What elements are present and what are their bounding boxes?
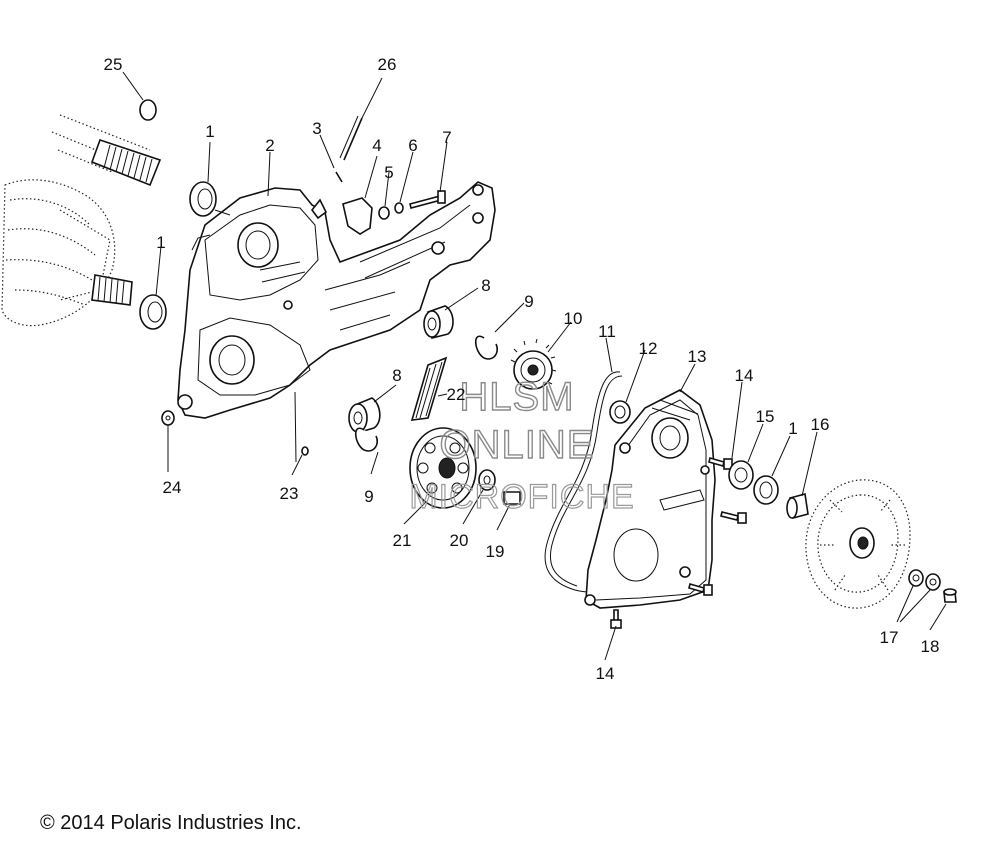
gasket-11 bbox=[544, 371, 621, 593]
engine-drive-assembly bbox=[1, 179, 133, 327]
callout-label: 8 bbox=[481, 276, 490, 295]
chaincase-housing bbox=[177, 181, 496, 419]
callout-label: 4 bbox=[372, 136, 381, 155]
callout-label: 1 bbox=[205, 122, 214, 141]
callout-label: 26 bbox=[378, 55, 397, 74]
o-ring-25 bbox=[139, 99, 157, 121]
watermark-line-1: HLSM bbox=[459, 375, 574, 419]
callout-label: 8 bbox=[392, 366, 401, 385]
callout-label: 18 bbox=[921, 637, 940, 656]
callout-label: 12 bbox=[639, 339, 658, 358]
bolt-18 bbox=[943, 588, 957, 603]
callout-label: 15 bbox=[756, 407, 775, 426]
tensioner-4 bbox=[342, 197, 373, 235]
callout-labels: 25 26 1 2 3 4 5 6 7 1 8 9 10 11 12 13 14… bbox=[104, 55, 940, 683]
bearing-15 bbox=[728, 460, 754, 490]
washer-17-b bbox=[925, 573, 941, 591]
callout-label: 14 bbox=[596, 664, 615, 683]
snap-ring-9-lower bbox=[354, 427, 379, 452]
plug-23 bbox=[301, 446, 309, 456]
callout-label: 2 bbox=[265, 136, 274, 155]
bolt-14-d bbox=[610, 609, 622, 629]
callout-label: 1 bbox=[156, 233, 165, 252]
seal-1-upper bbox=[189, 181, 217, 217]
callout-label: 3 bbox=[312, 119, 321, 138]
callout-label: 11 bbox=[598, 322, 616, 341]
callout-label: 19 bbox=[486, 542, 505, 561]
washer-5 bbox=[378, 206, 390, 220]
callout-label: 24 bbox=[163, 478, 182, 497]
bolt-19 bbox=[503, 491, 521, 505]
callout-label: 25 bbox=[104, 55, 123, 74]
callout-label: 23 bbox=[280, 484, 299, 503]
callout-label: 9 bbox=[364, 487, 373, 506]
callout-label: 16 bbox=[811, 415, 830, 434]
bolt-14-c bbox=[688, 583, 713, 596]
chaincase-cover-13 bbox=[584, 389, 716, 609]
washer-24 bbox=[161, 410, 175, 426]
callout-label: 22 bbox=[447, 385, 466, 404]
bolt-14-b bbox=[720, 511, 747, 524]
callout-label: 5 bbox=[384, 163, 393, 182]
callout-label: 17 bbox=[880, 628, 899, 647]
seal-1-lower bbox=[139, 294, 167, 330]
bearing-8-lower bbox=[348, 397, 381, 434]
callout-label: 21 bbox=[393, 531, 412, 550]
gear-21 bbox=[409, 427, 477, 509]
callout-label: 6 bbox=[408, 136, 417, 155]
snap-ring-9-upper bbox=[474, 335, 499, 360]
seal-1-right bbox=[753, 475, 779, 505]
watermark: HLSM ONLINE MICROFICHE bbox=[409, 374, 635, 516]
watermark-line-3: MICROFICHE bbox=[409, 478, 634, 516]
callout-label: 14 bbox=[735, 366, 754, 385]
spacer-16 bbox=[786, 492, 809, 520]
pin-3 bbox=[335, 171, 343, 183]
copyright-text: © 2014 Polaris Industries Inc. bbox=[40, 812, 302, 834]
watermark-line-2: ONLINE bbox=[440, 423, 595, 467]
callout-label: 10 bbox=[564, 309, 583, 328]
nut-6 bbox=[394, 202, 404, 214]
rod-26 bbox=[343, 117, 363, 161]
sprocket-10 bbox=[510, 338, 557, 390]
crankshaft-shaft bbox=[51, 114, 162, 187]
washer-17-a bbox=[908, 569, 924, 587]
callout-label: 9 bbox=[524, 292, 533, 311]
callout-label: 1 bbox=[788, 419, 797, 438]
callout-label: 7 bbox=[442, 128, 451, 147]
bolt-7 bbox=[409, 190, 446, 209]
seal-12 bbox=[609, 400, 631, 424]
leader-lines bbox=[122, 71, 947, 661]
bearing-8-upper bbox=[423, 305, 454, 339]
bolt-14-a bbox=[708, 457, 733, 470]
brake-disc bbox=[805, 479, 911, 609]
chain-22 bbox=[410, 356, 448, 421]
callout-label: 20 bbox=[450, 531, 469, 550]
washer-20 bbox=[478, 469, 496, 491]
callout-label: 13 bbox=[688, 347, 707, 366]
